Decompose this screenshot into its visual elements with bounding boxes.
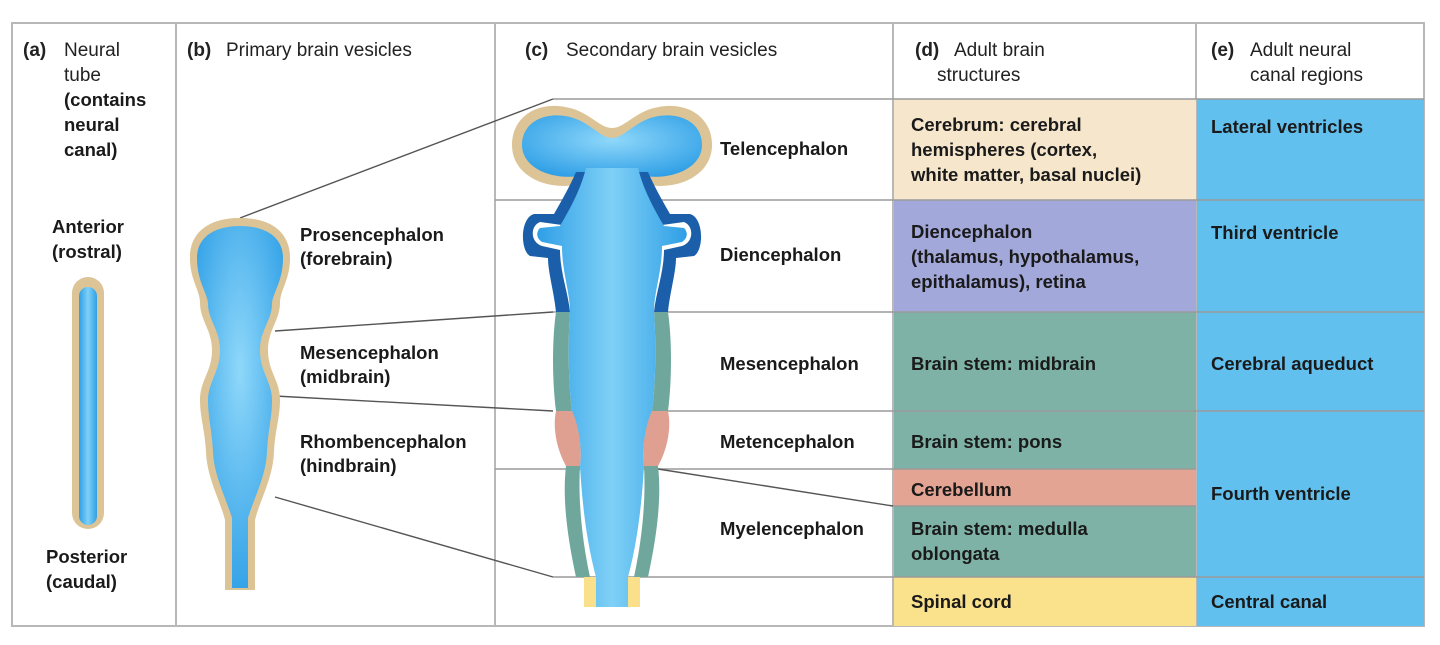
header-d: (d) Adult brain structures Cerebrum: cer… bbox=[910, 40, 1141, 612]
col-e-title-1: Adult neural bbox=[1250, 40, 1351, 61]
col-e-letter: (e) bbox=[1211, 40, 1234, 61]
spinal-cord-text: Spinal cord bbox=[911, 591, 1012, 612]
cell-cerebral-aqueduct bbox=[1197, 312, 1424, 411]
posterior-label-2: (caudal) bbox=[46, 571, 117, 592]
third-ventricle-text: Third ventricle bbox=[1211, 222, 1338, 243]
mesencephalon-primary-label-2: (midbrain) bbox=[300, 366, 390, 387]
fourth-ventricle-text: Fourth ventricle bbox=[1211, 483, 1351, 504]
cell-cerebrum bbox=[894, 99, 1196, 200]
midbrain-text: Brain stem: midbrain bbox=[911, 353, 1096, 374]
col-a-note-2: neural bbox=[64, 114, 120, 135]
mesencephalon-primary-label-1: Mesencephalon bbox=[300, 342, 439, 363]
col-a-letter: (a) bbox=[23, 40, 46, 61]
mesencephalon-secondary-label: Mesencephalon bbox=[720, 353, 859, 374]
lateral-ventricles-text: Lateral ventricles bbox=[1211, 116, 1363, 137]
primary-vesicles-drawing bbox=[190, 218, 290, 590]
cerebral-aqueduct-text: Cerebral aqueduct bbox=[1211, 353, 1373, 374]
cell-lateral-ventricles bbox=[1197, 99, 1424, 200]
prosencephalon-label-1: Prosencephalon bbox=[300, 224, 444, 245]
header-a: (a) Neural tube (contains neural canal) … bbox=[23, 40, 146, 592]
cell-pons bbox=[894, 411, 1196, 469]
svg-text:(a): (a) bbox=[23, 40, 46, 61]
prosencephalon-label-2: (forebrain) bbox=[300, 248, 393, 269]
secondary-vesicles-drawing bbox=[512, 105, 712, 607]
neural-tube-drawing bbox=[72, 277, 104, 529]
col-e-title-2: canal regions bbox=[1250, 65, 1363, 86]
svg-text:(e): (e) bbox=[1211, 40, 1234, 61]
col-d-title-2: structures bbox=[937, 65, 1020, 86]
myelencephalon-label: Myelencephalon bbox=[720, 518, 864, 539]
diencephalon-label: Diencephalon bbox=[720, 244, 841, 265]
col-b-letter: (b) bbox=[187, 40, 211, 61]
diencephalon-text-3: epithalamus), retina bbox=[911, 271, 1086, 292]
header-b: (b) Primary brain vesicles Prosencephalo… bbox=[187, 40, 467, 476]
telencephalon-label: Telencephalon bbox=[720, 138, 848, 159]
row-lines bbox=[495, 98, 1424, 578]
adult-structure-cells bbox=[894, 99, 1196, 626]
cell-third-ventricle bbox=[1197, 200, 1424, 312]
canal-region-cells bbox=[1197, 99, 1424, 626]
col-d-letter: (d) bbox=[915, 40, 939, 61]
anterior-label-2: (rostral) bbox=[52, 241, 122, 262]
svg-text:(c): (c) bbox=[525, 40, 548, 61]
diencephalon-text-2: (thalamus, hypothalamus, bbox=[911, 246, 1139, 267]
cerebrum-text-1: Cerebrum: cerebral bbox=[911, 114, 1082, 135]
col-b-title: Primary brain vesicles bbox=[226, 40, 412, 61]
cell-central-canal bbox=[1197, 577, 1424, 626]
svg-text:(b): (b) bbox=[187, 40, 211, 61]
rhombencephalon-label-2: (hindbrain) bbox=[300, 455, 397, 476]
cerebrum-text-2: hemispheres (cortex, bbox=[911, 139, 1097, 160]
cell-medulla bbox=[894, 506, 1196, 577]
cell-fourth-ventricle bbox=[1197, 411, 1424, 577]
header-e: (e) Adult neural canal regions Lateral v… bbox=[1211, 40, 1373, 612]
svg-text:(d): (d) bbox=[915, 40, 939, 61]
cell-spinal-cord bbox=[894, 577, 1196, 626]
rhombencephalon-label-1: Rhombencephalon bbox=[300, 431, 467, 452]
medulla-text-2: oblongata bbox=[911, 543, 1000, 564]
pons-text: Brain stem: pons bbox=[911, 431, 1062, 452]
connector-lines bbox=[239, 98, 894, 578]
col-a-note-1: (contains bbox=[64, 89, 146, 110]
posterior-label-1: Posterior bbox=[46, 546, 127, 567]
header-c: (c) Secondary brain vesicles Telencephal… bbox=[525, 40, 864, 539]
col-c-title: Secondary brain vesicles bbox=[566, 40, 777, 61]
col-a-title-2: tube bbox=[64, 65, 101, 86]
cerebellum-text: Cerebellum bbox=[911, 479, 1012, 500]
col-a-title-1: Neural bbox=[64, 40, 120, 61]
col-a-note-3: canal) bbox=[64, 139, 117, 160]
metencephalon-label: Metencephalon bbox=[720, 431, 855, 452]
cell-midbrain bbox=[894, 312, 1196, 411]
col-d-title-1: Adult brain bbox=[954, 40, 1045, 61]
central-canal-text: Central canal bbox=[1211, 591, 1327, 612]
cell-diencephalon bbox=[894, 200, 1196, 312]
cell-cerebellum bbox=[894, 469, 1196, 506]
medulla-text-1: Brain stem: medulla bbox=[911, 518, 1089, 539]
anterior-label-1: Anterior bbox=[52, 216, 124, 237]
diencephalon-text-1: Diencephalon bbox=[911, 221, 1032, 242]
cerebrum-text-3: white matter, basal nuclei) bbox=[910, 164, 1141, 185]
col-c-letter: (c) bbox=[525, 40, 548, 61]
